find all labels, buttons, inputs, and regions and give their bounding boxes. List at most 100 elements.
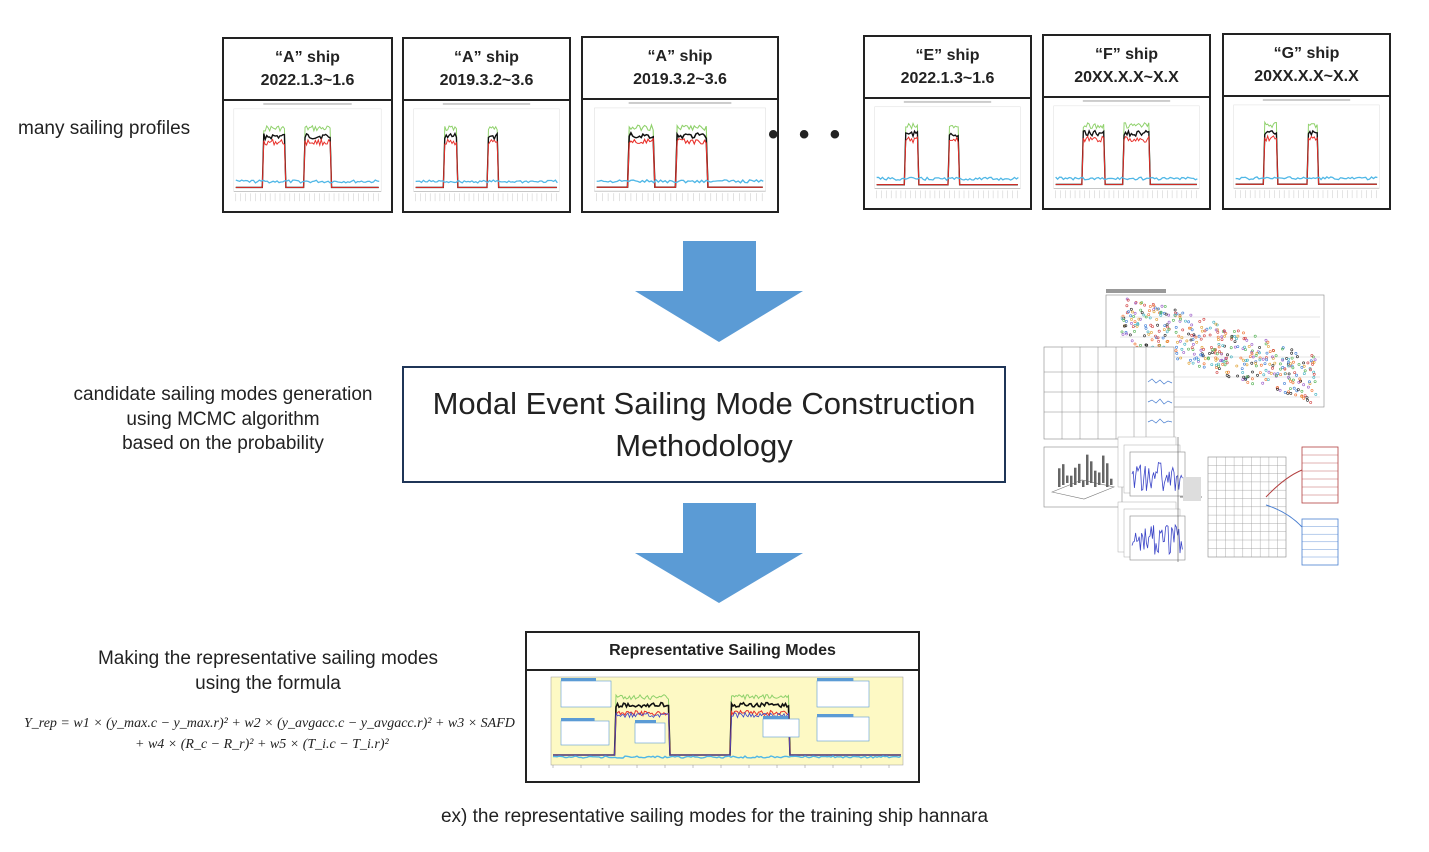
scatter-point <box>1132 315 1136 318</box>
scatter-point <box>1296 388 1300 392</box>
scatter-point <box>1216 328 1220 332</box>
scatter-point <box>1121 333 1125 336</box>
scatter-point <box>1147 313 1151 317</box>
scatter-point <box>1250 361 1254 365</box>
scatter-point <box>1130 322 1133 325</box>
scatter-point <box>1254 361 1258 365</box>
scatter-point <box>1217 345 1221 349</box>
callout-label <box>635 720 656 723</box>
scatter-point <box>1187 320 1191 324</box>
scatter-point <box>1265 358 1269 362</box>
scatter-point <box>1251 355 1255 359</box>
scatter-point <box>1247 345 1251 348</box>
scatter-point <box>1255 351 1259 355</box>
scatter-point <box>1129 307 1133 311</box>
plot-area <box>594 107 766 192</box>
scatter-point <box>1289 379 1293 383</box>
scatter-point <box>1163 305 1167 308</box>
scatter-point <box>1121 314 1125 318</box>
scatter-point <box>1281 357 1285 361</box>
making-line-1: Making the representative sailing modes <box>97 648 439 669</box>
scatter-point <box>1295 355 1299 359</box>
profile-series-line <box>596 137 763 188</box>
scatter-point <box>1220 338 1224 342</box>
scatter-point <box>1289 362 1292 366</box>
callout-box <box>560 680 612 708</box>
scatter-point <box>1214 328 1218 332</box>
scatter-point <box>1246 381 1250 384</box>
callout-label <box>817 714 854 717</box>
ship-name: “G” ship <box>1273 44 1340 62</box>
transition-matrix-thumbnail <box>1207 456 1287 558</box>
scatter-point <box>1245 375 1249 379</box>
scatter-point <box>1232 330 1236 333</box>
scatter-point <box>1271 366 1274 370</box>
scatter-point <box>1241 378 1245 382</box>
scatter-point <box>1160 304 1164 308</box>
candidate-line-3: based on the probability <box>122 433 324 455</box>
scatter-point <box>1180 336 1184 340</box>
ship-profile-card: “A” ship 2019.3.2~3.6 <box>402 37 571 213</box>
scatter-point <box>1176 357 1180 361</box>
scatter-point <box>1239 356 1243 360</box>
scatter-point <box>1269 371 1273 375</box>
scatter-point <box>1270 355 1274 359</box>
scatter-point <box>1244 348 1247 352</box>
scatter-point <box>1191 361 1195 365</box>
scatter-point <box>1273 372 1276 376</box>
scatter-point <box>1202 334 1206 338</box>
bar-3d <box>1098 472 1101 485</box>
scatter-point <box>1258 371 1262 375</box>
scatter-point <box>1250 343 1254 346</box>
scatter-point <box>1179 317 1183 321</box>
scatter-point <box>1220 358 1224 362</box>
bar-3d <box>1066 475 1069 483</box>
scatter-point <box>1250 350 1254 354</box>
scatter-point <box>1258 351 1261 355</box>
scatter-point <box>1313 358 1317 362</box>
scatter-point <box>1250 352 1254 356</box>
scatter-point <box>1173 308 1177 312</box>
probability-matrix-thumbnail <box>1265 446 1339 566</box>
scatter-point <box>1265 351 1269 355</box>
scatter-point <box>1227 375 1231 379</box>
ship-period: 20XX.X.X~X.X <box>1254 68 1359 85</box>
plot-area <box>413 108 560 192</box>
profile-series-line <box>1235 134 1377 185</box>
scatter-point <box>1136 322 1140 325</box>
scatter-point <box>1174 349 1178 353</box>
down-arrow-icon <box>635 241 803 342</box>
scatter-point <box>1199 337 1203 341</box>
scatter-point <box>1290 348 1294 352</box>
scatter-point <box>1251 382 1255 386</box>
profile-series-line <box>876 136 1018 186</box>
scatter-point <box>1152 310 1156 314</box>
scatter-point <box>1182 351 1186 354</box>
scatter-point <box>1148 305 1152 308</box>
candidate-line-1: candidate sailing modes generation <box>73 384 373 405</box>
scatter-point <box>1157 329 1161 333</box>
scatter-point <box>1139 308 1143 312</box>
scatter-point <box>1264 368 1268 372</box>
scatter-point <box>1149 323 1153 327</box>
legend <box>903 100 992 103</box>
scatter-point <box>1155 336 1158 340</box>
scatter-point <box>1133 320 1137 324</box>
scatter-point <box>1219 359 1222 363</box>
scatter-point <box>1157 307 1160 311</box>
bar-3d <box>1078 463 1081 483</box>
scatter-point <box>1200 346 1204 349</box>
scatter-point <box>1302 372 1306 376</box>
ship-card-header: “A” ship 2019.3.2~3.6 <box>404 39 569 101</box>
scatter-point <box>1181 311 1185 315</box>
scatter-point <box>1146 330 1150 334</box>
scatter-point <box>1163 334 1167 337</box>
legend <box>442 102 531 105</box>
scatter-point <box>1276 386 1279 389</box>
scatter-point <box>1300 366 1304 369</box>
scatter-point <box>1223 334 1227 338</box>
scatter-point <box>1215 366 1218 370</box>
scatter-point <box>1263 362 1267 366</box>
scatter-point <box>1214 322 1218 326</box>
formula-line-2: + w4 × (R_c − R_r)² + w5 × (T_i.c − T_i.… <box>135 737 389 752</box>
